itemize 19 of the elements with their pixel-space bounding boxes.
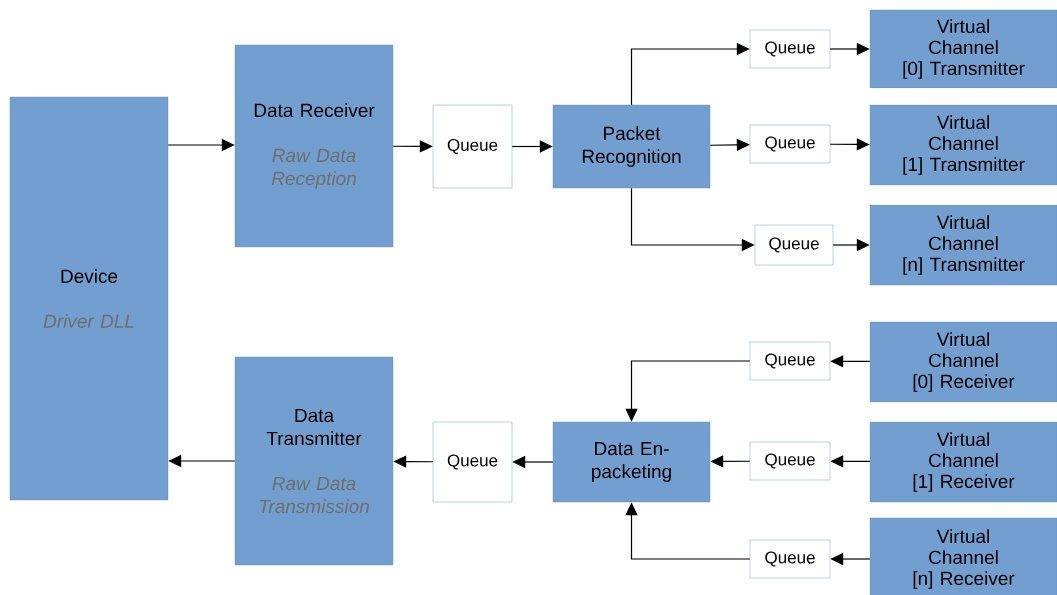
queue-box: Queue [749,539,831,579]
queue-box: Queue [749,441,831,481]
channel-box: Virtual Channel [n] Receiver [869,517,1057,595]
queue-box: Queue [749,341,831,381]
process-box: Packet Recognition [552,104,711,189]
process-box: Data Transmitter Raw Data Transmission [234,356,394,566]
process-box: Data En-packeting [552,421,711,503]
queue-box: Queue [432,421,513,503]
queue-box: Queue [432,104,513,189]
channel-box: Virtual Channel [n] Transmitter [869,204,1057,286]
channel-box: Virtual Channel [0] Transmitter [869,9,1057,89]
queue-box: Queue [754,224,834,266]
process-box: Device Driver DLL [9,96,169,501]
queue-box: Queue [749,29,831,69]
channel-box: Virtual Channel [1] Transmitter [869,104,1057,186]
channel-box: Virtual Channel [0] Receiver [869,321,1057,403]
queue-box: Queue [749,124,831,164]
channel-box: Virtual Channel [1] Receiver [869,421,1057,503]
process-box: Data Receiver Raw Data Reception [234,44,394,248]
